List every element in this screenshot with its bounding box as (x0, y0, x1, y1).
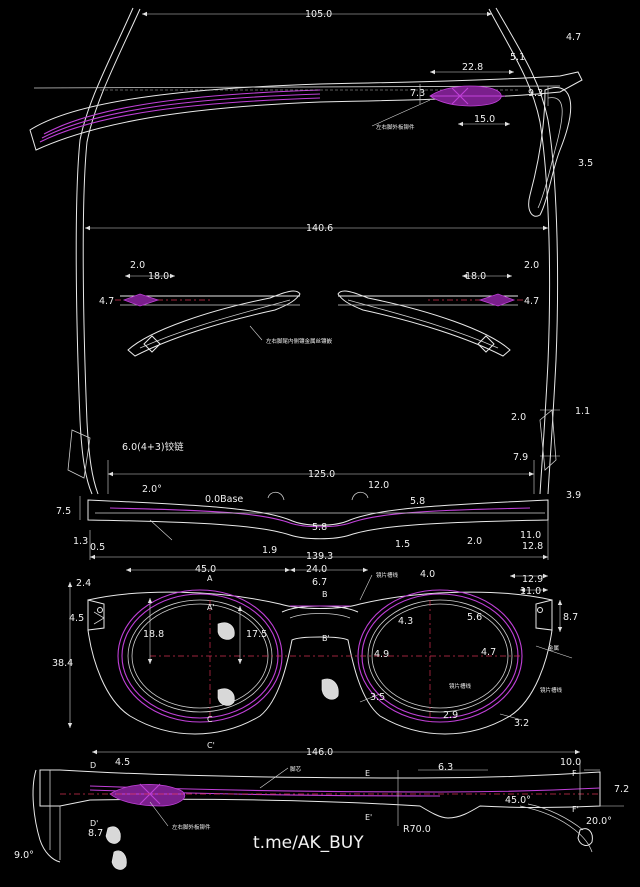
front-view (87, 589, 553, 735)
dim-24-0: 24.0 (306, 564, 327, 575)
section-c: C (207, 715, 213, 724)
annotation-notes: 左右脚外板铆件 左右脚尾内侧镶金属丝镶嵌 镜片槽线 金属 镜片槽线 镜片槽线 脚… (149, 99, 563, 831)
dim-4-3: 4.3 (398, 616, 413, 627)
dim-1-5: 1.5 (395, 539, 410, 550)
dim-3-5b: 3.5 (370, 692, 385, 703)
dim-3-9: 3.9 (566, 490, 581, 501)
dim-105: 105.0 (305, 9, 332, 20)
dim-7-2: 7.2 (614, 784, 629, 795)
note-metal: 金属 (548, 644, 559, 652)
temple-pair-middle (115, 290, 523, 357)
dim-12-9: 12.9 (522, 574, 543, 585)
dim-1-9: 1.9 (262, 545, 277, 556)
dim-1-1: 1.1 (575, 406, 590, 417)
dim-9-0deg: 9.0° (14, 850, 34, 861)
section-a2: A' (207, 603, 215, 612)
dim-15-0a: 15.0 (474, 114, 495, 125)
dim-45-0: 45.0 (195, 564, 216, 575)
dim-38-4: 38.4 (52, 658, 73, 669)
dim-6-3: 6.3 (438, 762, 453, 773)
section-a: A (207, 574, 213, 583)
dim-2-0b: 2.0 (524, 260, 539, 271)
section-c2: C' (207, 741, 215, 750)
dim-3-5a: 3.5 (578, 158, 593, 169)
dim-22-8: 22.8 (462, 62, 483, 73)
dim-2-0d: 2.0 (467, 536, 482, 547)
note-temple-bottom: 左右脚外板铆件 (172, 823, 211, 831)
dim-9-3: 9.3 (528, 88, 543, 99)
section-e: E (365, 769, 370, 778)
dim-4-5a: 4.5 (69, 613, 84, 624)
dim-2-4: 2.4 (76, 578, 91, 589)
watermark-text: t.me/AK_BUY (253, 833, 364, 853)
dim-140-6: 140.6 (306, 223, 333, 234)
note-core: 脚芯 (290, 765, 302, 773)
dim-4-7b: 4.7 (99, 296, 114, 307)
base-curve-label: 0.0Base (205, 494, 243, 505)
dim-4-7c: 4.7 (524, 296, 539, 307)
section-d: D (90, 761, 96, 770)
hinge-spec-label: 6.0(4+3)铰链 (122, 441, 184, 453)
note-inner-line: 镜片槽线 (449, 682, 472, 690)
dim-8-7a: 8.7 (563, 612, 578, 623)
dim-12-0: 12.0 (368, 480, 389, 491)
section-d2: D' (90, 819, 98, 828)
dim-1-3: 1.3 (73, 536, 88, 547)
dimension-labels: 105.0 4.7 5.1 22.8 7.3 9.3 15.0 3.5 140.… (14, 9, 629, 861)
note-temple-top: 左右脚外板铆件 (376, 123, 415, 131)
dim-3-2: 3.2 (514, 718, 529, 729)
dim-7-3: 7.3 (410, 88, 425, 99)
dim-11-0a: 11.0 (520, 530, 541, 541)
dim-2-0deg: 2.0° (142, 484, 162, 495)
dim-4-5b: 4.5 (115, 757, 130, 768)
dim-5-6: 5.6 (467, 612, 482, 623)
dim-6-7a: 6.7 (312, 577, 327, 588)
dim-20-0deg: 20.0° (586, 816, 612, 827)
dim-12-8: 12.8 (522, 541, 543, 552)
dim-10-0: 10.0 (560, 757, 581, 768)
dimension-lines (67, 11, 624, 826)
dim-2-0c: 2.0 (511, 412, 526, 423)
dim-17-5: 17.5 (246, 629, 267, 640)
section-f: F (572, 769, 577, 778)
temple-strip-top (29, 71, 583, 151)
dim-8-7b: 8.7 (88, 828, 103, 839)
dim-125: 125.0 (308, 469, 335, 480)
dim-r70: R70.0 (403, 824, 431, 835)
section-f2: F' (572, 805, 579, 814)
section-b: B (322, 590, 328, 599)
dim-11-0b: 11.0 (520, 586, 541, 597)
section-e2: E' (365, 813, 372, 822)
dim-2-0a: 2.0 (130, 260, 145, 271)
note-temple-middle: 左右脚尾内侧镶金属丝镶嵌 (266, 337, 333, 345)
dim-139-3: 139.3 (306, 551, 333, 562)
note-outer-slot: 镜片槽线 (540, 686, 563, 694)
note-inner-slot: 镜片槽线 (376, 571, 399, 579)
dim-146: 146.0 (306, 747, 333, 758)
section-b2: B' (322, 634, 330, 643)
dim-5-8b: 5.8 (312, 522, 327, 533)
dim-0-5: 0.5 (90, 542, 105, 553)
dim-4-0: 4.0 (420, 569, 435, 580)
dim-5-1: 5.1 (510, 52, 525, 63)
dim-4-7d: 4.7 (481, 647, 496, 658)
dim-4-7a: 4.7 (566, 32, 581, 43)
dim-18-0b: 18.0 (465, 271, 486, 282)
dim-7-9: 7.9 (513, 452, 528, 463)
dim-18-0a: 18.0 (148, 271, 169, 282)
dim-45-0deg: 45.0° (505, 795, 531, 806)
dim-5-8a: 5.8 (410, 496, 425, 507)
dim-18-8: 18.8 (143, 629, 164, 640)
temple-side-view (32, 769, 601, 870)
dim-4-9: 4.9 (374, 649, 389, 660)
dim-2-9: 2.9 (443, 710, 458, 721)
dim-7-5: 7.5 (56, 506, 71, 517)
section-labels: 6.0(4+3)铰链 0.0Base A A' B B' C C' D D' E… (90, 441, 579, 828)
